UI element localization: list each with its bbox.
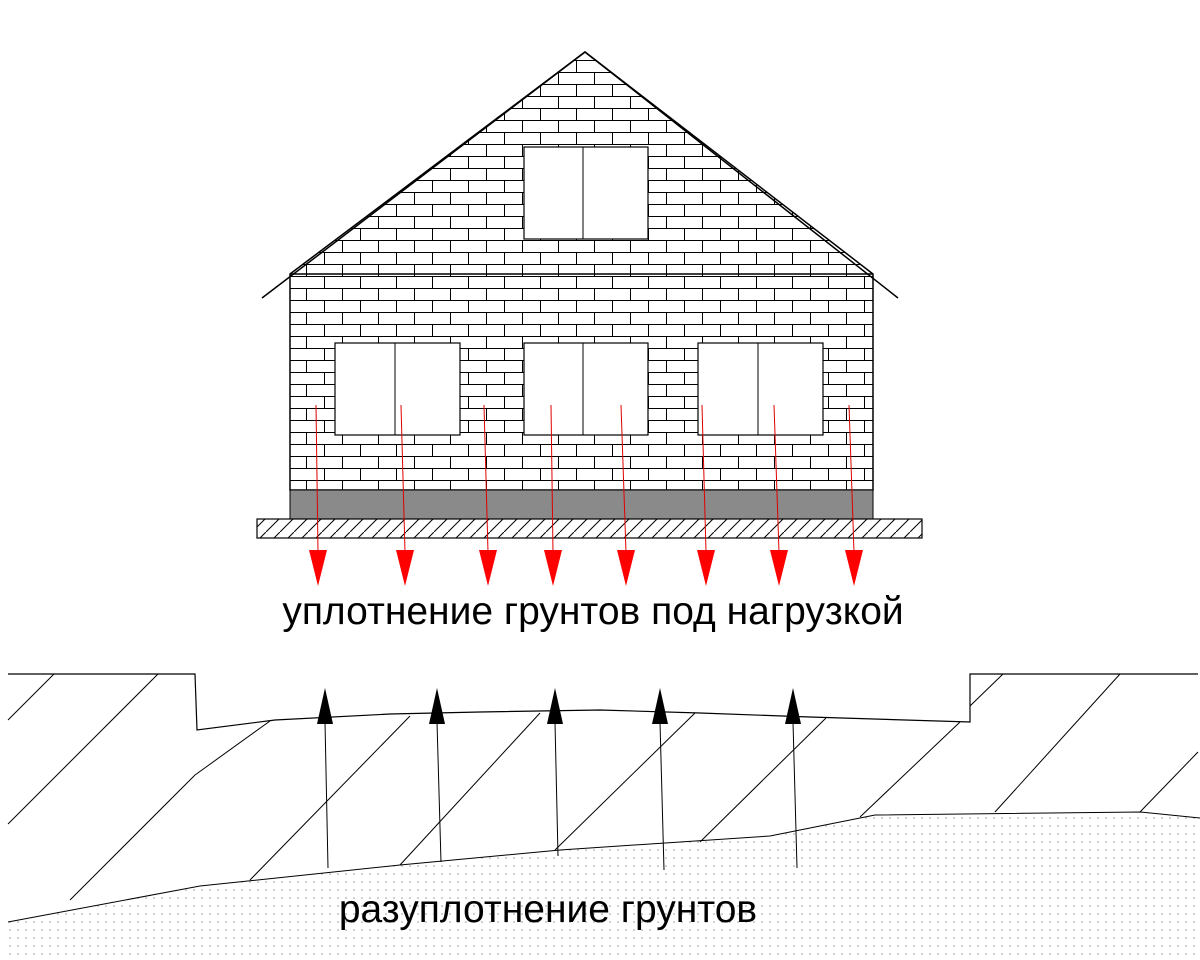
roof-line — [261, 51, 899, 299]
heave-arrow — [317, 688, 333, 869]
window-left — [334, 342, 461, 436]
compaction-label: уплотнение грунтов под нагрузкой — [282, 590, 903, 633]
load-arrow — [845, 404, 863, 586]
heave-arrows — [317, 688, 801, 871]
heave-arrow — [652, 688, 668, 871]
house — [256, 51, 923, 539]
window-middle — [523, 342, 649, 436]
load-arrow — [396, 404, 414, 586]
load-arrow — [479, 404, 497, 586]
load-arrow — [309, 404, 327, 586]
soil-section — [7, 673, 1200, 960]
foundation-slab — [256, 518, 923, 539]
window-right — [697, 342, 824, 436]
ground-surface — [8, 673, 1198, 731]
load-arrow — [697, 404, 715, 586]
plinth — [289, 489, 874, 520]
soil-hatch — [7, 673, 1199, 901]
attic-window — [523, 146, 649, 240]
heave-arrow — [785, 688, 801, 869]
sand-layer-boundary — [7, 811, 1200, 923]
load-arrows — [309, 404, 863, 586]
heave-arrow — [429, 688, 445, 863]
load-arrow — [617, 404, 635, 586]
sand-layer — [8, 812, 1200, 960]
load-arrow — [770, 404, 788, 586]
heave-arrow — [547, 688, 563, 857]
decompaction-label: разуплотнение грунтов — [339, 888, 757, 931]
load-arrow — [544, 404, 562, 586]
